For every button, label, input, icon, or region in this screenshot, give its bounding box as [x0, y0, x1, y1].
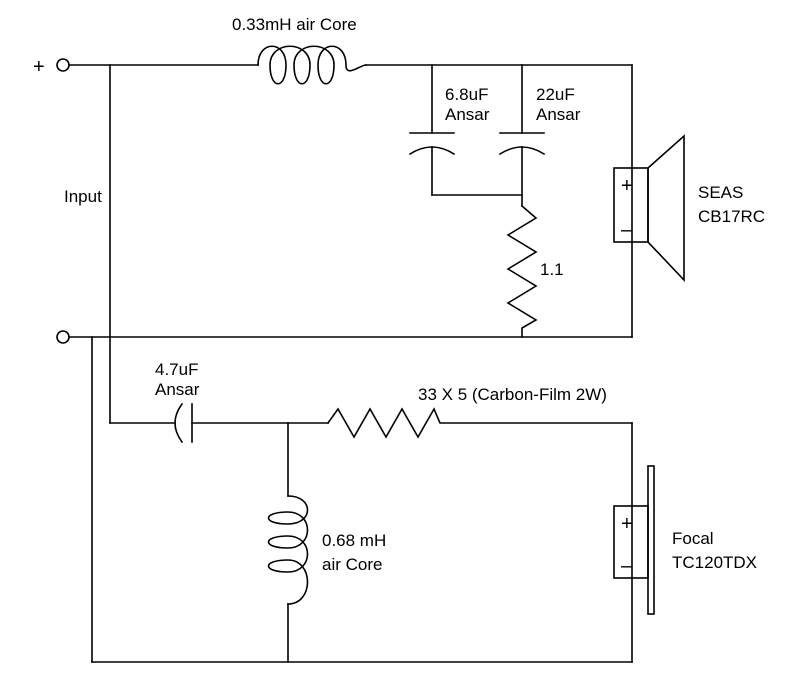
resistor-33x5: [326, 407, 633, 439]
woofer-brand-label: SEAS: [698, 183, 743, 202]
input-label: Input: [64, 187, 102, 206]
cap1-brand-label: Ansar: [445, 105, 490, 124]
input-terminal-negative: [56, 330, 70, 344]
woofer-plus-sign: +: [621, 175, 633, 197]
cap3-plate-left: [174, 402, 184, 444]
tweeter-dome: [647, 465, 655, 615]
cap1-value-label: 6.8uF: [445, 85, 488, 104]
inductor-0-33mh: [257, 45, 367, 85]
cap2-value-label: 22uF: [536, 85, 575, 104]
inductor-0-68mh: [267, 495, 309, 605]
woofer-cone: [647, 134, 685, 283]
inductor-tweeter-type-label: air Core: [322, 555, 382, 574]
resistor-tweeter-label: 33 X 5 (Carbon-Film 2W): [418, 385, 607, 404]
inductor-tweeter-value-label: 0.68 mH: [322, 531, 386, 550]
tweeter-plus-sign: +: [621, 513, 633, 535]
resistor-1-1: [506, 204, 538, 338]
woofer-minus-sign: –: [621, 219, 633, 241]
tweeter-minus-sign: –: [621, 555, 633, 577]
inductor-main-label: 0.33mH air Core: [232, 15, 357, 34]
resistor-woofer-label: 1.1: [540, 260, 564, 279]
woofer-model-label: CB17RC: [698, 207, 765, 226]
input-terminal-positive: [56, 58, 70, 72]
cap2-brand-label: Ansar: [536, 105, 581, 124]
plus-sign: +: [33, 56, 45, 78]
cap3-brand-label: Ansar: [155, 380, 200, 399]
cap3-value-label: 4.7uF: [155, 360, 198, 379]
tweeter-brand-label: Focal: [672, 529, 714, 548]
tweeter-model-label: TC120TDX: [672, 553, 757, 572]
